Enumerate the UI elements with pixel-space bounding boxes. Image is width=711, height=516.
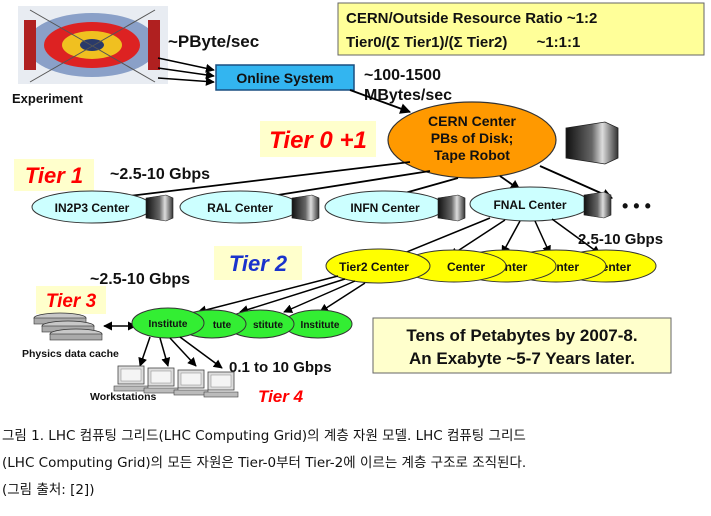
fnal-to-tier2-arrow — [551, 218, 601, 255]
tier1-center-ral: RAL Center — [179, 190, 301, 224]
tier4-label: Tier 4 — [258, 387, 304, 406]
fnal-to-tier2-arrow — [534, 220, 551, 255]
tier1-center-label: IN2P3 Center — [55, 201, 130, 215]
tier3-label-box: Tier 3 — [36, 286, 106, 314]
institute-label: tute — [213, 320, 232, 331]
tier2-to-institute-arrow — [239, 278, 346, 314]
tier0-label-box: Tier 0 +1 — [260, 121, 376, 157]
tier3-institute-primary: Institute — [131, 307, 205, 339]
workstation-icon — [113, 365, 149, 392]
tier1-server-icon — [291, 194, 320, 222]
institute-to-workstation-arrow — [169, 337, 197, 367]
tier2-to-institute-arrow — [197, 275, 339, 315]
tier2-center-label: Tier2 Center — [339, 260, 409, 274]
experiment-link-arrow-3 — [157, 76, 215, 86]
tier2-center-label: Center — [447, 260, 485, 274]
online-to-cern-arrow — [349, 89, 412, 114]
tier1-center-in2p3: IN2P3 Center — [31, 190, 153, 224]
tier1-label-box: Tier 1 — [14, 159, 94, 191]
experiment-link-arrow-1 — [157, 57, 215, 73]
tier1-server-icon — [437, 194, 466, 222]
online-rate-line-1: ~100-1500 — [364, 67, 441, 84]
petabytes-line-1: Tens of Petabytes by 2007-8. — [406, 326, 637, 345]
ratio-line-2: Tier0/(Σ Tier1)/(Σ Tier2) ~1:1:1 — [346, 34, 580, 51]
institute-label: stitute — [253, 320, 283, 331]
experiment-detector-image — [18, 6, 168, 84]
tier1-link-rate: ~2.5-10 Gbps — [110, 166, 210, 183]
tier3-institute: Institute — [283, 309, 353, 339]
tier4-link-rate: 0.1 to 10 Gbps — [229, 359, 332, 376]
cern-center-line-3: Tape Robot — [434, 147, 510, 163]
cern-to-in2p3-arrow — [94, 161, 411, 205]
caption-line-2: (LHC Computing Grid)의 모든 자원은 Tier-0부터 Ti… — [2, 455, 527, 471]
institute-label: Institute — [301, 320, 340, 331]
tier2-link-rate: 2.5-10 Gbps — [578, 231, 663, 248]
tier1-center-fnal: FNAL Center — [469, 186, 591, 222]
tier2-center-label: nter — [505, 260, 528, 274]
workstation-icon — [173, 369, 209, 396]
cern-server-icon — [565, 121, 619, 165]
tier0-label: Tier 0 +1 — [269, 127, 367, 154]
institute-to-workstation-arrow — [138, 336, 151, 367]
workstation-icon — [143, 367, 179, 394]
institute-label: Institute — [149, 319, 188, 330]
online-system-box: Online System — [215, 64, 355, 91]
experiment-link-arrow-2 — [157, 67, 215, 80]
workstation-icon — [203, 371, 239, 398]
ratio-line-1: CERN/Outside Resource Ratio ~1:2 — [346, 10, 597, 27]
institute-to-workstation-arrow — [179, 336, 223, 369]
physics-data-cache-icon — [33, 312, 103, 341]
physics-data-cache-label: Physics data cache — [22, 348, 119, 360]
experiment-label: Experiment — [12, 91, 83, 106]
tier2-center-primary: Tier2 Center — [325, 248, 431, 284]
fnal-to-tier2-arrow — [391, 217, 491, 260]
online-rate-line-2: MBytes/sec — [364, 87, 452, 104]
petabytes-box: Tens of Petabytes by 2007-8. An Exabyte … — [372, 317, 672, 374]
tier1-label: Tier 1 — [25, 163, 83, 188]
tier2-label: Tier 2 — [229, 251, 288, 276]
fnal-to-tier2-arrow — [501, 220, 521, 255]
petabytes-line-2: An Exabyte ~5-7 Years later. — [409, 349, 635, 368]
ratio-box: CERN/Outside Resource Ratio ~1:2 Tier0/(… — [337, 2, 705, 56]
cern-center-node: CERN Center PBs of Disk; Tape Robot — [387, 101, 557, 179]
tier1-center-label: RAL Center — [207, 201, 273, 215]
institute-to-workstation-arrow — [159, 337, 171, 367]
experiment-rate: ~PByte/sec — [168, 32, 259, 51]
diagram-canvas: CERN/Outside Resource Ratio ~1:2 Tier0/(… — [12, 2, 705, 406]
tier2-to-institute-arrow — [319, 282, 366, 313]
tier3-link-rate: ~2.5-10 Gbps — [90, 271, 190, 288]
tier3-label: Tier 3 — [46, 291, 97, 312]
tier2-label-box: Tier 2 — [214, 246, 302, 280]
cern-center-line-2: PBs of Disk; — [431, 130, 513, 146]
tier1-center-infn: INFN Center — [324, 190, 446, 224]
workstations-label: Workstations — [90, 391, 156, 403]
tier1-server-icon — [145, 194, 174, 222]
tier1-center-label: INFN Center — [350, 201, 420, 215]
caption-line-3: (그림 출처: [2]) — [2, 482, 95, 498]
caption-line-1: 그림 1. LHC 컴퓨팅 그리드(LHC Computing Grid)의 계… — [2, 428, 526, 444]
tier2-to-institute-arrow — [283, 280, 356, 313]
cern-center-line-1: CERN Center — [428, 113, 516, 129]
figure-caption: 그림 1. LHC 컴퓨팅 그리드(LHC Computing Grid)의 계… — [2, 423, 707, 504]
tier1-center-label: FNAL Center — [493, 198, 566, 212]
tier1-more-dots: • • • — [622, 196, 651, 216]
online-system-label: Online System — [236, 70, 333, 86]
tier1-server-icon — [583, 191, 612, 219]
